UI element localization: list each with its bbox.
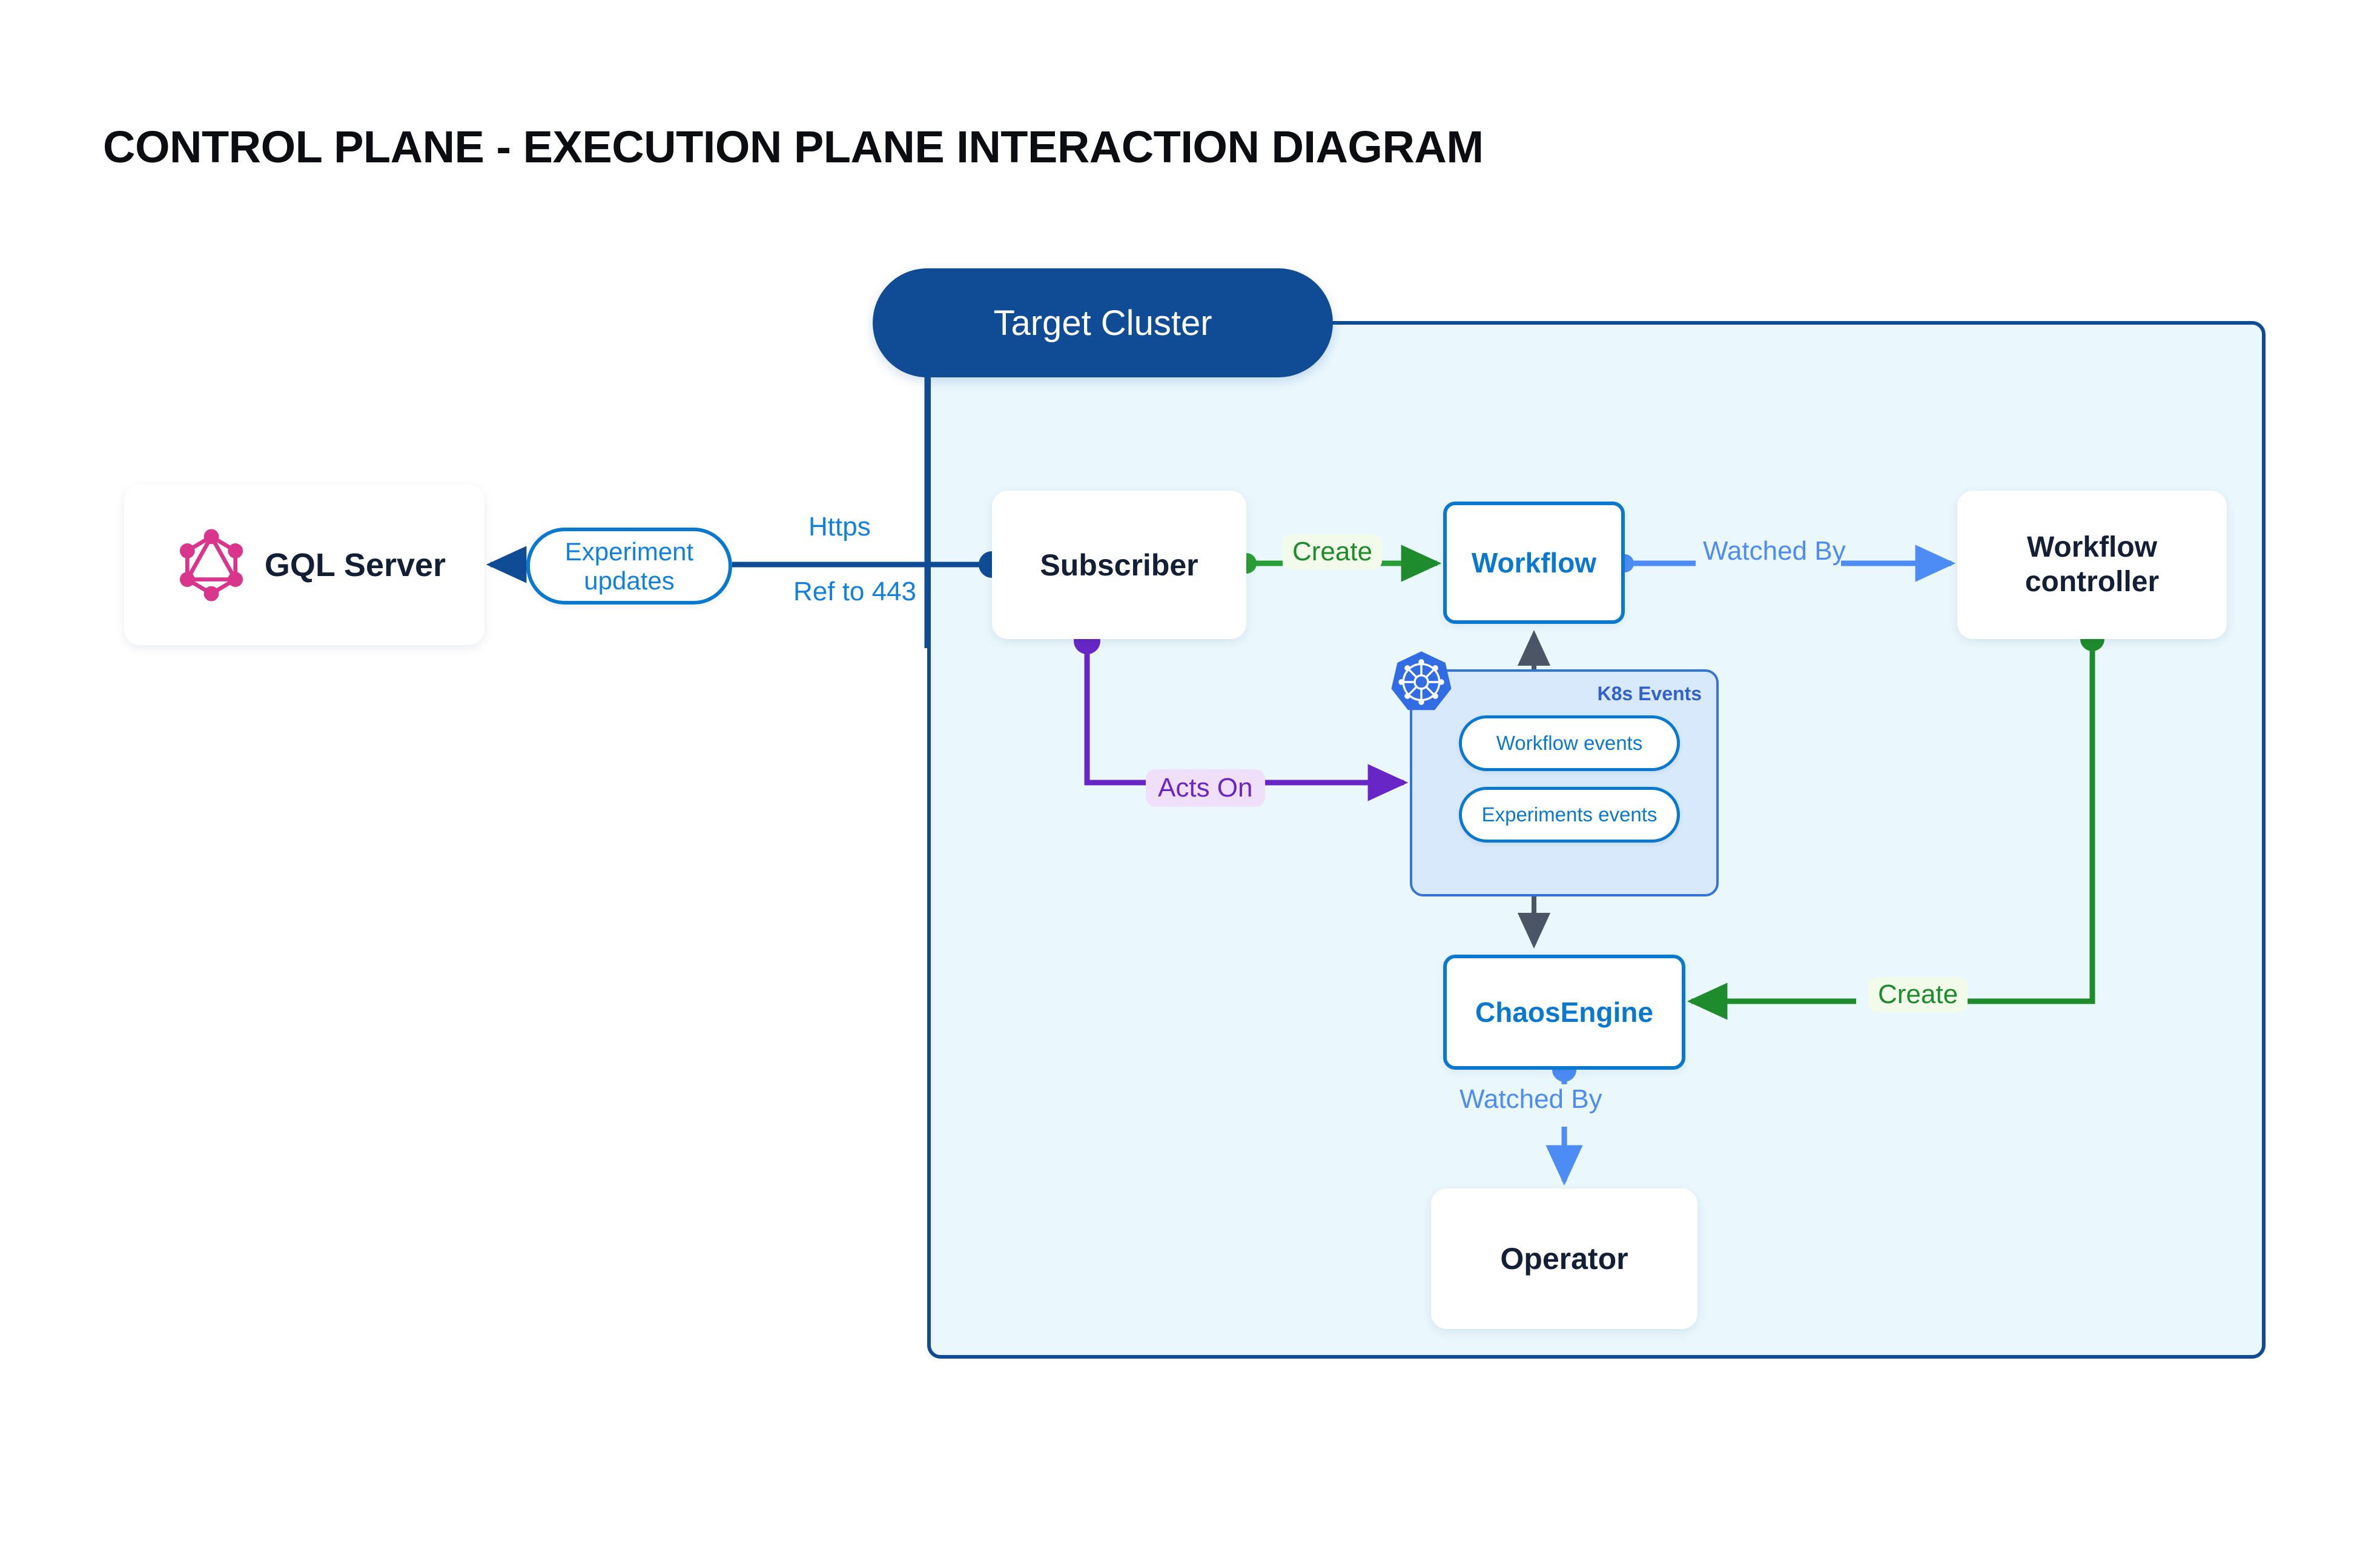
node-gql-server-label: GQL Server	[264, 546, 446, 583]
graphql-logo-icon	[179, 528, 243, 601]
node-workflow-label: Workflow	[1471, 547, 1597, 578]
node-gql-server[interactable]: GQL Server	[124, 485, 484, 645]
node-subscriber-label: Subscriber	[1040, 548, 1198, 582]
node-chaosengine-label: ChaosEngine	[1475, 996, 1653, 1028]
edge-label-https: Https	[808, 512, 871, 542]
edge-label-acts-on: Acts On	[1146, 769, 1265, 807]
target-cluster-label: Target Cluster	[993, 303, 1212, 343]
node-workflow-controller[interactable]: Workflow controller	[1957, 491, 2227, 639]
k8s-events-panel: K8s Events Workflow events Experiments e…	[1391, 651, 1719, 896]
edge-label-experiment-updates: Experiment updates	[526, 528, 732, 605]
k8s-item-workflow-events-label: Workflow events	[1496, 732, 1643, 754]
k8s-item-experiments-events-label: Experiments events	[1481, 803, 1658, 826]
node-chaosengine[interactable]: ChaosEngine	[1443, 955, 1685, 1070]
kubernetes-logo-icon	[1391, 651, 1452, 711]
edge-label-watched-by-operator: Watched By	[1459, 1084, 1602, 1114]
page-title: CONTROL PLANE - EXECUTION PLANE INTERACT…	[103, 122, 1484, 172]
edge-label-ref-to-443: Ref to 443	[793, 577, 917, 606]
edge-label-create-chaosengine: Create	[1868, 977, 1968, 1012]
node-workflow[interactable]: Workflow	[1443, 502, 1625, 624]
k8s-item-workflow-events[interactable]: Workflow events	[1459, 715, 1680, 771]
k8s-events-panel-title: K8s Events	[1597, 683, 1702, 704]
experiment-updates-line1: Experiment	[564, 537, 694, 566]
node-workflow-controller-label: Workflow controller	[2025, 531, 2159, 599]
node-operator[interactable]: Operator	[1431, 1188, 1697, 1329]
k8s-item-experiments-events[interactable]: Experiments events	[1459, 787, 1680, 843]
experiment-updates-line2: updates	[584, 566, 675, 595]
node-subscriber[interactable]: Subscriber	[992, 491, 1246, 639]
node-operator-label: Operator	[1500, 1242, 1628, 1276]
workflow-controller-line1: Workflow	[2026, 531, 2158, 563]
workflow-controller-line2: controller	[2025, 565, 2160, 598]
target-cluster-title: Target Cluster	[873, 268, 1333, 377]
edge-label-watched-by-controller: Watched By	[1703, 536, 1846, 566]
edge-label-create-workflow: Create	[1283, 534, 1383, 569]
